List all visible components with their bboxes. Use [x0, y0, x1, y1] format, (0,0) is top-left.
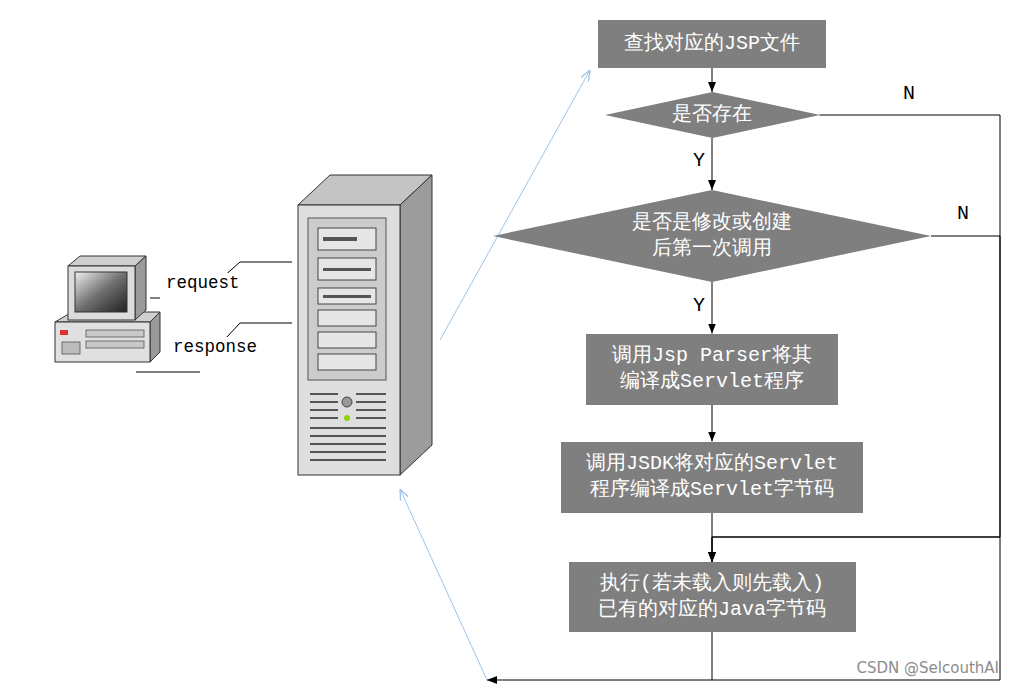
blank-bay [318, 354, 376, 370]
node-text: 是否是修改或创建 后第一次调用 [622, 210, 802, 262]
flow-line [712, 630, 713, 680]
node-text: 调用Jsp Parser将其 编译成Servlet程序 [602, 343, 822, 395]
flow-line [1000, 537, 1001, 680]
edge-label: N [902, 82, 916, 105]
process-box: 查找对应的JSP文件 [598, 20, 826, 68]
return-arrow [487, 680, 1000, 681]
text-group: 查找对应的JSP文件 [624, 31, 800, 57]
monitor-top [68, 256, 146, 266]
monitor-side [135, 256, 146, 320]
drive-slot [323, 237, 357, 241]
text-group: 调用JSDK将对应的Servlet 程序编译成Servlet字节码 [577, 451, 847, 503]
edge-label: Y [692, 294, 706, 317]
request-line [150, 298, 160, 299]
text-group: 调用Jsp Parser将其 编译成Servlet程序 [602, 343, 822, 395]
node-text: 调用JSDK将对应的Servlet 程序编译成Servlet字节码 [577, 451, 847, 503]
process-box: 调用JSDK将对应的Servlet 程序编译成Servlet字节码 [561, 442, 863, 513]
monitor-screen [75, 272, 127, 312]
monitor [68, 266, 135, 320]
floppy-drive [318, 288, 376, 304]
drive-bay [308, 218, 386, 380]
flow-connector [712, 282, 713, 334]
vent [310, 394, 386, 460]
server-side [400, 175, 432, 475]
response-line [136, 372, 200, 373]
computer-base-side [150, 312, 160, 362]
process-box: 调用Jsp Parser将其 编译成Servlet程序 [586, 334, 838, 405]
blank-bay [318, 310, 376, 326]
signal-label: request [165, 273, 241, 293]
node-text: 执行(若未载入则先载入) 已有的对应的Java字节码 [587, 571, 837, 623]
drive-slot [86, 341, 144, 348]
text-group: 是否是修改或创建 后第一次调用 [622, 210, 802, 262]
floppy-drive [318, 258, 376, 280]
flow-connector [712, 138, 713, 190]
cd-drive [318, 228, 376, 250]
power-light [344, 415, 350, 421]
text-group: 执行(若未载入则先载入) 已有的对应的Java字节码 [587, 571, 837, 623]
edge-label: Y [692, 149, 706, 172]
node-text: 查找对应的JSP文件 [624, 31, 800, 57]
edge-label: N [956, 202, 970, 225]
server-front [298, 205, 400, 475]
decision-diamond: 是否是修改或创建 后第一次调用 [493, 190, 931, 282]
power-light [60, 330, 68, 335]
power-button [342, 397, 352, 407]
computer-base [55, 322, 150, 362]
diamond-fill [493, 190, 931, 282]
node-text: 是否存在 [672, 102, 752, 128]
text-group: 是否存在 [672, 102, 752, 128]
watermark: CSDN @SelcouthAI [856, 659, 1000, 677]
response-arrow [400, 489, 487, 680]
flow-connector [712, 405, 713, 442]
drive-slot [323, 268, 371, 271]
request-arrow [440, 70, 590, 340]
diamond-outline [493, 190, 931, 282]
response-line [226, 323, 292, 338]
diamond-fill [605, 92, 820, 138]
server [298, 175, 432, 475]
client-computer [55, 256, 160, 362]
signal-label: response [172, 337, 258, 357]
decision-diamond: 是否存在 [605, 92, 820, 138]
flow-connector [712, 68, 713, 92]
process-box: 执行(若未载入则先载入) 已有的对应的Java字节码 [569, 562, 856, 632]
drive-slot [86, 330, 144, 337]
panel [62, 342, 80, 354]
drive-slot [323, 295, 371, 298]
blank-bay [318, 332, 376, 348]
